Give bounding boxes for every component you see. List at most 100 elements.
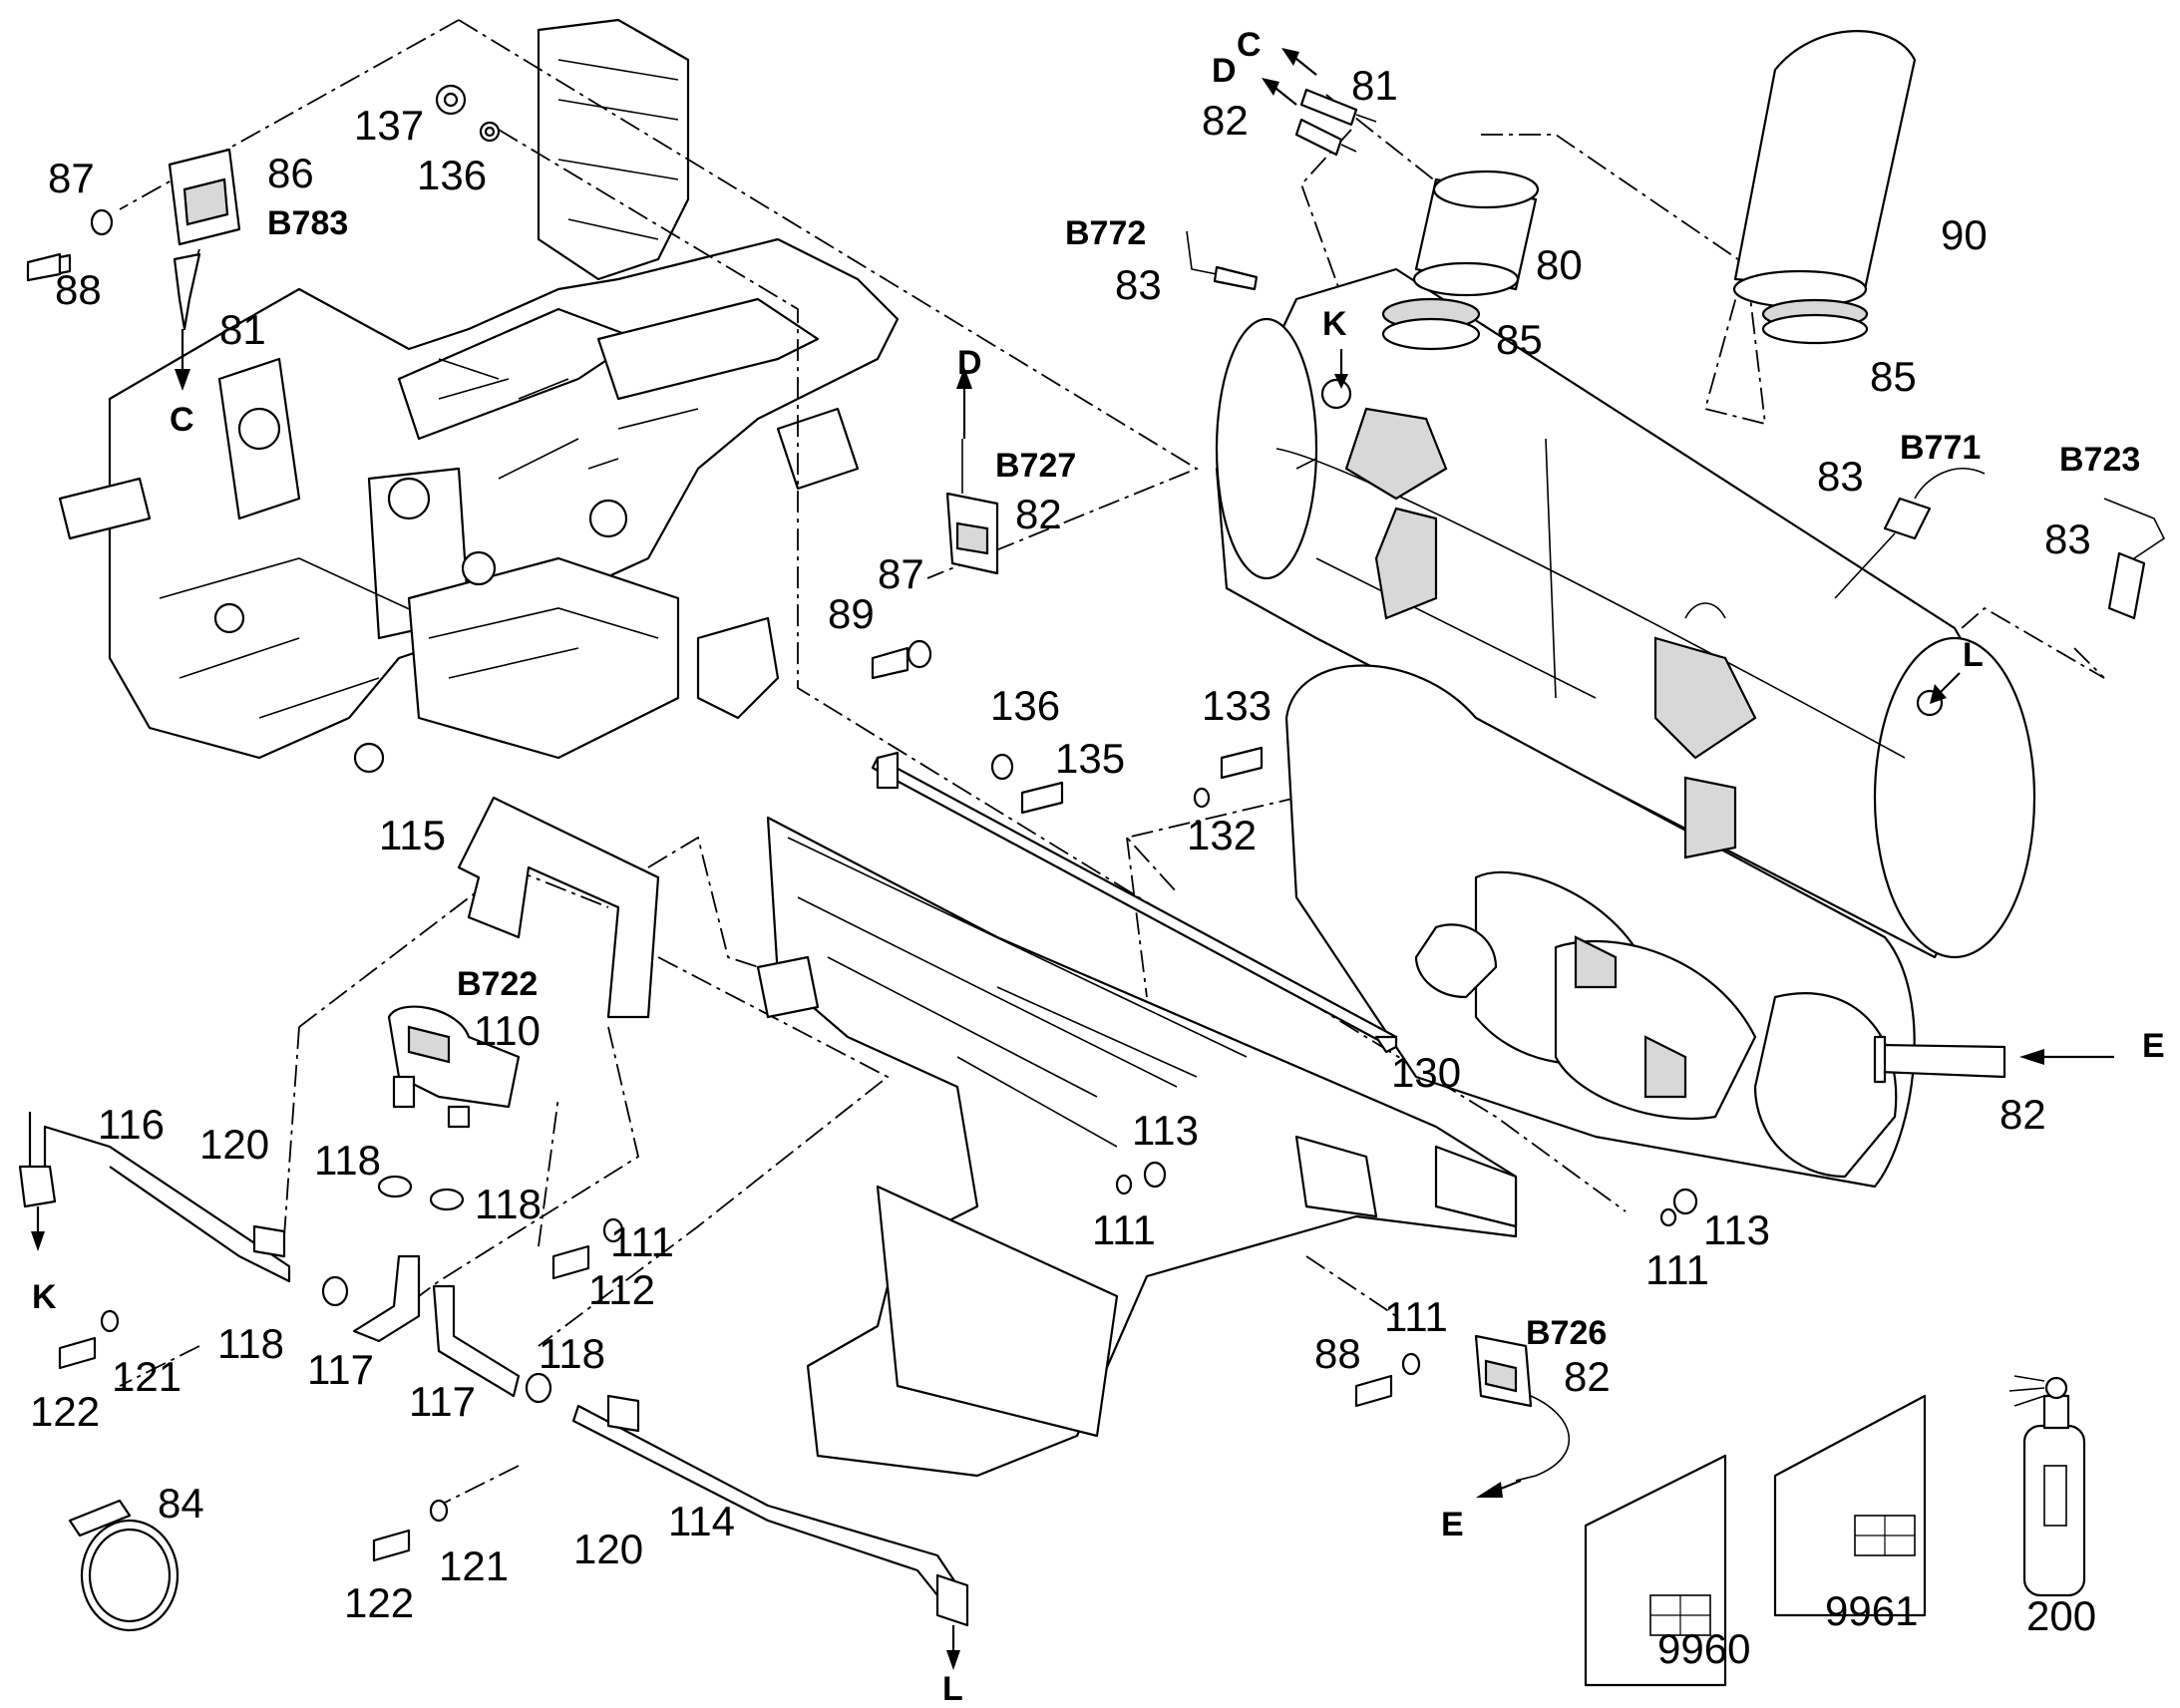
- callout-111-d: 111: [1384, 1293, 1448, 1340]
- connector-l-top: L: [1963, 636, 1984, 674]
- arrow-e-right-icon: [2019, 1049, 2044, 1065]
- callout-133: 133: [1202, 682, 1272, 729]
- callout-121-a: 121: [112, 1353, 182, 1400]
- connector-e: E: [1441, 1506, 1464, 1543]
- callout-82-b727: 82: [1015, 491, 1062, 537]
- callout-b722: B722: [457, 965, 538, 1003]
- mounting-bracket: [756, 816, 1518, 1478]
- connector-k: K: [32, 1278, 57, 1316]
- callout-83-b: 83: [1817, 453, 1864, 500]
- connector-l: L: [942, 1670, 963, 1708]
- chassis-frame: [58, 18, 900, 774]
- callout-9961: 9961: [1825, 1587, 1918, 1634]
- arrow-k-down-icon: [31, 1231, 45, 1251]
- exhaust-pipe-80: [1412, 170, 1540, 297]
- callout-81-top: 81: [1351, 62, 1398, 109]
- sensor-module-b727: [945, 439, 999, 575]
- callout-87-b: 87: [878, 550, 924, 597]
- callout-132: 132: [1187, 812, 1257, 858]
- callout-88-b: 88: [1314, 1330, 1361, 1377]
- callout-118-a: 118: [314, 1137, 381, 1184]
- hose-114: [571, 1404, 969, 1627]
- callout-137: 137: [354, 102, 424, 149]
- callout-113-b: 113: [1703, 1206, 1770, 1253]
- hose-116: [18, 1112, 291, 1283]
- tailpipe-90: [1732, 30, 1917, 309]
- arrow-l-down-icon: [946, 1650, 960, 1670]
- fasteners: [26, 84, 1698, 1562]
- callout-111-c: 111: [1645, 1246, 1709, 1293]
- callout-122-b: 122: [344, 1579, 414, 1626]
- callout-120-b: 120: [573, 1526, 643, 1572]
- clamp-85-a: [1381, 297, 1481, 351]
- cable-tie-84: [68, 1499, 180, 1632]
- document-9961: [1773, 1394, 1927, 1617]
- spray-bottle-200: [2008, 1375, 2086, 1597]
- plate-115: [457, 796, 660, 1019]
- callout-81: 81: [219, 306, 266, 353]
- hose-117-b: [432, 1284, 521, 1398]
- callout-b727: B727: [995, 447, 1076, 485]
- callout-120-a: 120: [199, 1121, 269, 1168]
- callout-85-a: 85: [1496, 316, 1543, 363]
- clamps-118: [321, 1175, 552, 1404]
- callout-121-b: 121: [439, 1542, 509, 1589]
- callout-110: 110: [474, 1007, 541, 1054]
- callout-80: 80: [1536, 241, 1583, 288]
- pressure-sensor-110: [387, 1005, 521, 1129]
- callout-90: 90: [1941, 211, 1988, 258]
- muffler-assembly: [1215, 267, 2036, 1189]
- sensor-83-b723: [2103, 498, 2166, 620]
- callout-84: 84: [158, 1480, 204, 1527]
- callout-136: 136: [417, 152, 487, 198]
- connector-d-top: D: [1212, 52, 1237, 90]
- callout-82-top: 82: [1202, 97, 1249, 144]
- callout-117-a: 117: [307, 1346, 374, 1393]
- callout-118-c: 118: [217, 1320, 284, 1367]
- clamps-120: [252, 1224, 640, 1433]
- callout-b783: B783: [267, 204, 348, 242]
- document-9960: [1584, 1454, 1727, 1687]
- callout-labels: 137 136 87 86 B783 88 81 C C 81 D 82 B77…: [30, 26, 2165, 1708]
- arrow-d-up-icon: [956, 367, 972, 389]
- connector-k-top: K: [1322, 305, 1347, 343]
- connector-c: C: [170, 401, 194, 439]
- callout-87: 87: [48, 155, 95, 201]
- sensor-82-top: [1294, 118, 1357, 157]
- connector-e-right: E: [2142, 1027, 2165, 1065]
- arrow-c-down-icon: [175, 369, 190, 391]
- callout-89: 89: [828, 590, 875, 637]
- callout-85-b: 85: [1870, 353, 1917, 400]
- callout-b726: B726: [1526, 1314, 1607, 1352]
- callout-122-a: 122: [30, 1388, 100, 1435]
- arrow-e-down-icon: [1476, 1482, 1503, 1498]
- callout-113-a: 113: [1132, 1107, 1199, 1154]
- callout-82-b726: 82: [1564, 1353, 1611, 1400]
- callout-115: 115: [379, 812, 446, 858]
- callout-111-a: 111: [610, 1218, 674, 1265]
- clamp-85-b: [1761, 298, 1869, 345]
- callout-111-b: 111: [1092, 1206, 1156, 1253]
- sensor-83-b771: [1834, 468, 1986, 599]
- callout-b771: B771: [1900, 429, 1981, 467]
- callout-118-d: 118: [539, 1330, 605, 1377]
- callout-83-c: 83: [2044, 515, 2091, 562]
- arrow-k-top-icon: [1334, 374, 1348, 389]
- callout-116: 116: [98, 1101, 165, 1148]
- sensor-82-right: [1873, 1035, 2006, 1084]
- sensor-83-b772: [1186, 230, 1259, 291]
- callout-114: 114: [668, 1498, 735, 1544]
- callout-83-a: 83: [1115, 261, 1162, 308]
- sensor-module-86: [168, 148, 241, 331]
- callout-9960: 9960: [1657, 1625, 1750, 1672]
- callout-b772: B772: [1065, 214, 1146, 252]
- connector-c-top: C: [1237, 26, 1262, 64]
- callout-135: 135: [1055, 735, 1125, 782]
- callout-b723: B723: [2059, 441, 2140, 479]
- arrow-c-top-icon: [1281, 48, 1299, 66]
- callout-112: 112: [588, 1266, 655, 1313]
- callout-86: 86: [267, 150, 314, 196]
- callout-200: 200: [2026, 1592, 2096, 1639]
